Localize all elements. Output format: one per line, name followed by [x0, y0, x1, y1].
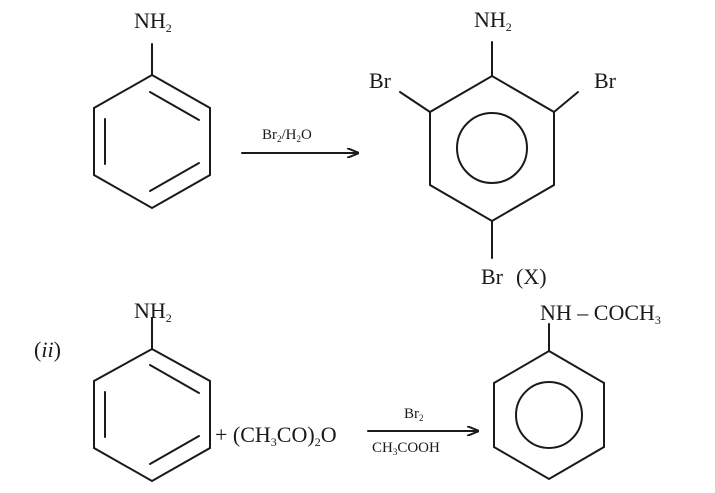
tribromoaniline-ring	[399, 41, 579, 259]
bromo-bottom: Br	[481, 264, 504, 289]
bromo-right: Br	[594, 68, 617, 93]
aniline-ring-i	[93, 43, 211, 210]
reagent-ch3cooh: CH3COOH	[372, 440, 440, 457]
aniline-nh2-label: NH2	[134, 8, 172, 35]
reagent-br2: Br2	[404, 406, 424, 423]
reagent-br2-h2o: Br2/H2O	[262, 127, 312, 144]
acetamide-group-label: NH – COCH3	[540, 300, 661, 327]
product-nh2-label: NH2	[474, 7, 512, 34]
aniline-ring-ii	[93, 317, 211, 483]
product-x-label: (X)	[516, 264, 547, 289]
reaction-ii-label: (ii)	[34, 337, 61, 362]
acetanilide-ring	[493, 323, 605, 481]
acetic-anhydride: + (CH3CO)2O	[215, 422, 337, 449]
bromo-left: Br	[369, 68, 392, 93]
aniline-ii-nh2-label: NH2	[134, 298, 172, 325]
